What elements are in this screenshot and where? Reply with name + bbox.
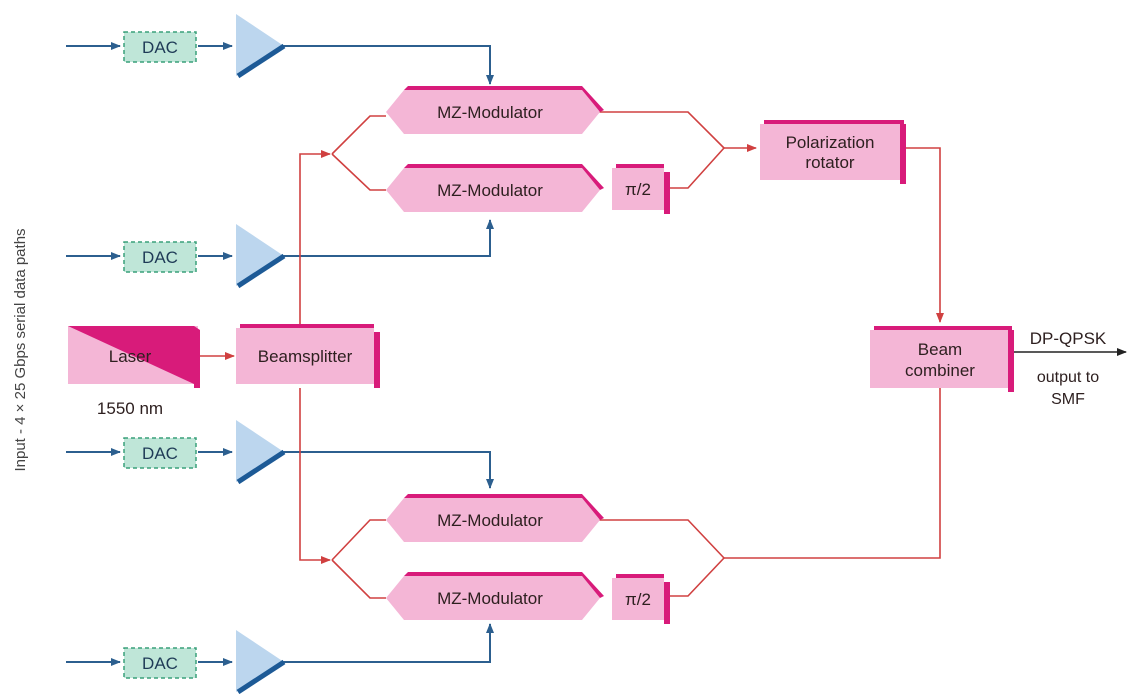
polarization-rotator-label-1: Polarization <box>786 133 875 152</box>
phase-shifter-top: π/2 <box>612 164 670 214</box>
output-line-2: SMF <box>1051 391 1085 408</box>
side-label: Input - 4 × 25 Gbps serial data paths <box>12 228 29 471</box>
phase-shifter-bottom: π/2 <box>612 574 670 624</box>
laser-block: Laser <box>68 326 200 388</box>
mz-modulator-1-label: MZ-Modulator <box>437 103 543 122</box>
mz-modulator-2-label: MZ-Modulator <box>437 181 543 200</box>
beam-combiner-label-2: combiner <box>905 361 975 380</box>
dac-1-label: DAC <box>142 38 178 57</box>
optical-paths <box>200 111 944 599</box>
dac-2-label: DAC <box>142 248 178 267</box>
dac-1: DAC <box>123 31 197 63</box>
mz-modulator-2: MZ-Modulator <box>386 164 604 212</box>
laser-wavelength: 1550 nm <box>97 399 163 418</box>
driver-amplifier-2 <box>236 224 286 289</box>
driver-amplifier-3 <box>236 420 286 485</box>
mz-modulator-3-label: MZ-Modulator <box>437 511 543 530</box>
output-title: DP-QPSK <box>1030 329 1107 348</box>
dac-3-label: DAC <box>142 444 178 463</box>
dac-2: DAC <box>123 241 197 273</box>
beamsplitter-block: Beamsplitter <box>236 324 380 388</box>
phase-shifter-top-label: π/2 <box>625 180 651 199</box>
polarization-rotator-label-2: rotator <box>805 153 854 172</box>
mz-modulator-3: MZ-Modulator <box>386 494 604 542</box>
dac-4-label: DAC <box>142 654 178 673</box>
dac-3: DAC <box>123 437 197 469</box>
dac-4: DAC <box>123 647 197 679</box>
laser-label: Laser <box>109 347 152 366</box>
mz-modulator-1: MZ-Modulator <box>386 86 604 134</box>
electrical-paths <box>66 42 494 666</box>
output-line-1: output to <box>1037 369 1099 386</box>
driver-amplifier-4 <box>236 630 286 694</box>
beamsplitter-label: Beamsplitter <box>258 347 353 366</box>
phase-shifter-bottom-label: π/2 <box>625 590 651 609</box>
mz-modulator-4-label: MZ-Modulator <box>437 589 543 608</box>
beam-combiner-block: Beam combiner <box>870 326 1014 392</box>
driver-amplifier-1 <box>236 14 286 79</box>
beam-combiner-label-1: Beam <box>918 340 962 359</box>
polarization-rotator-block: Polarization rotator <box>760 120 906 184</box>
mz-modulator-4: MZ-Modulator <box>386 572 604 620</box>
